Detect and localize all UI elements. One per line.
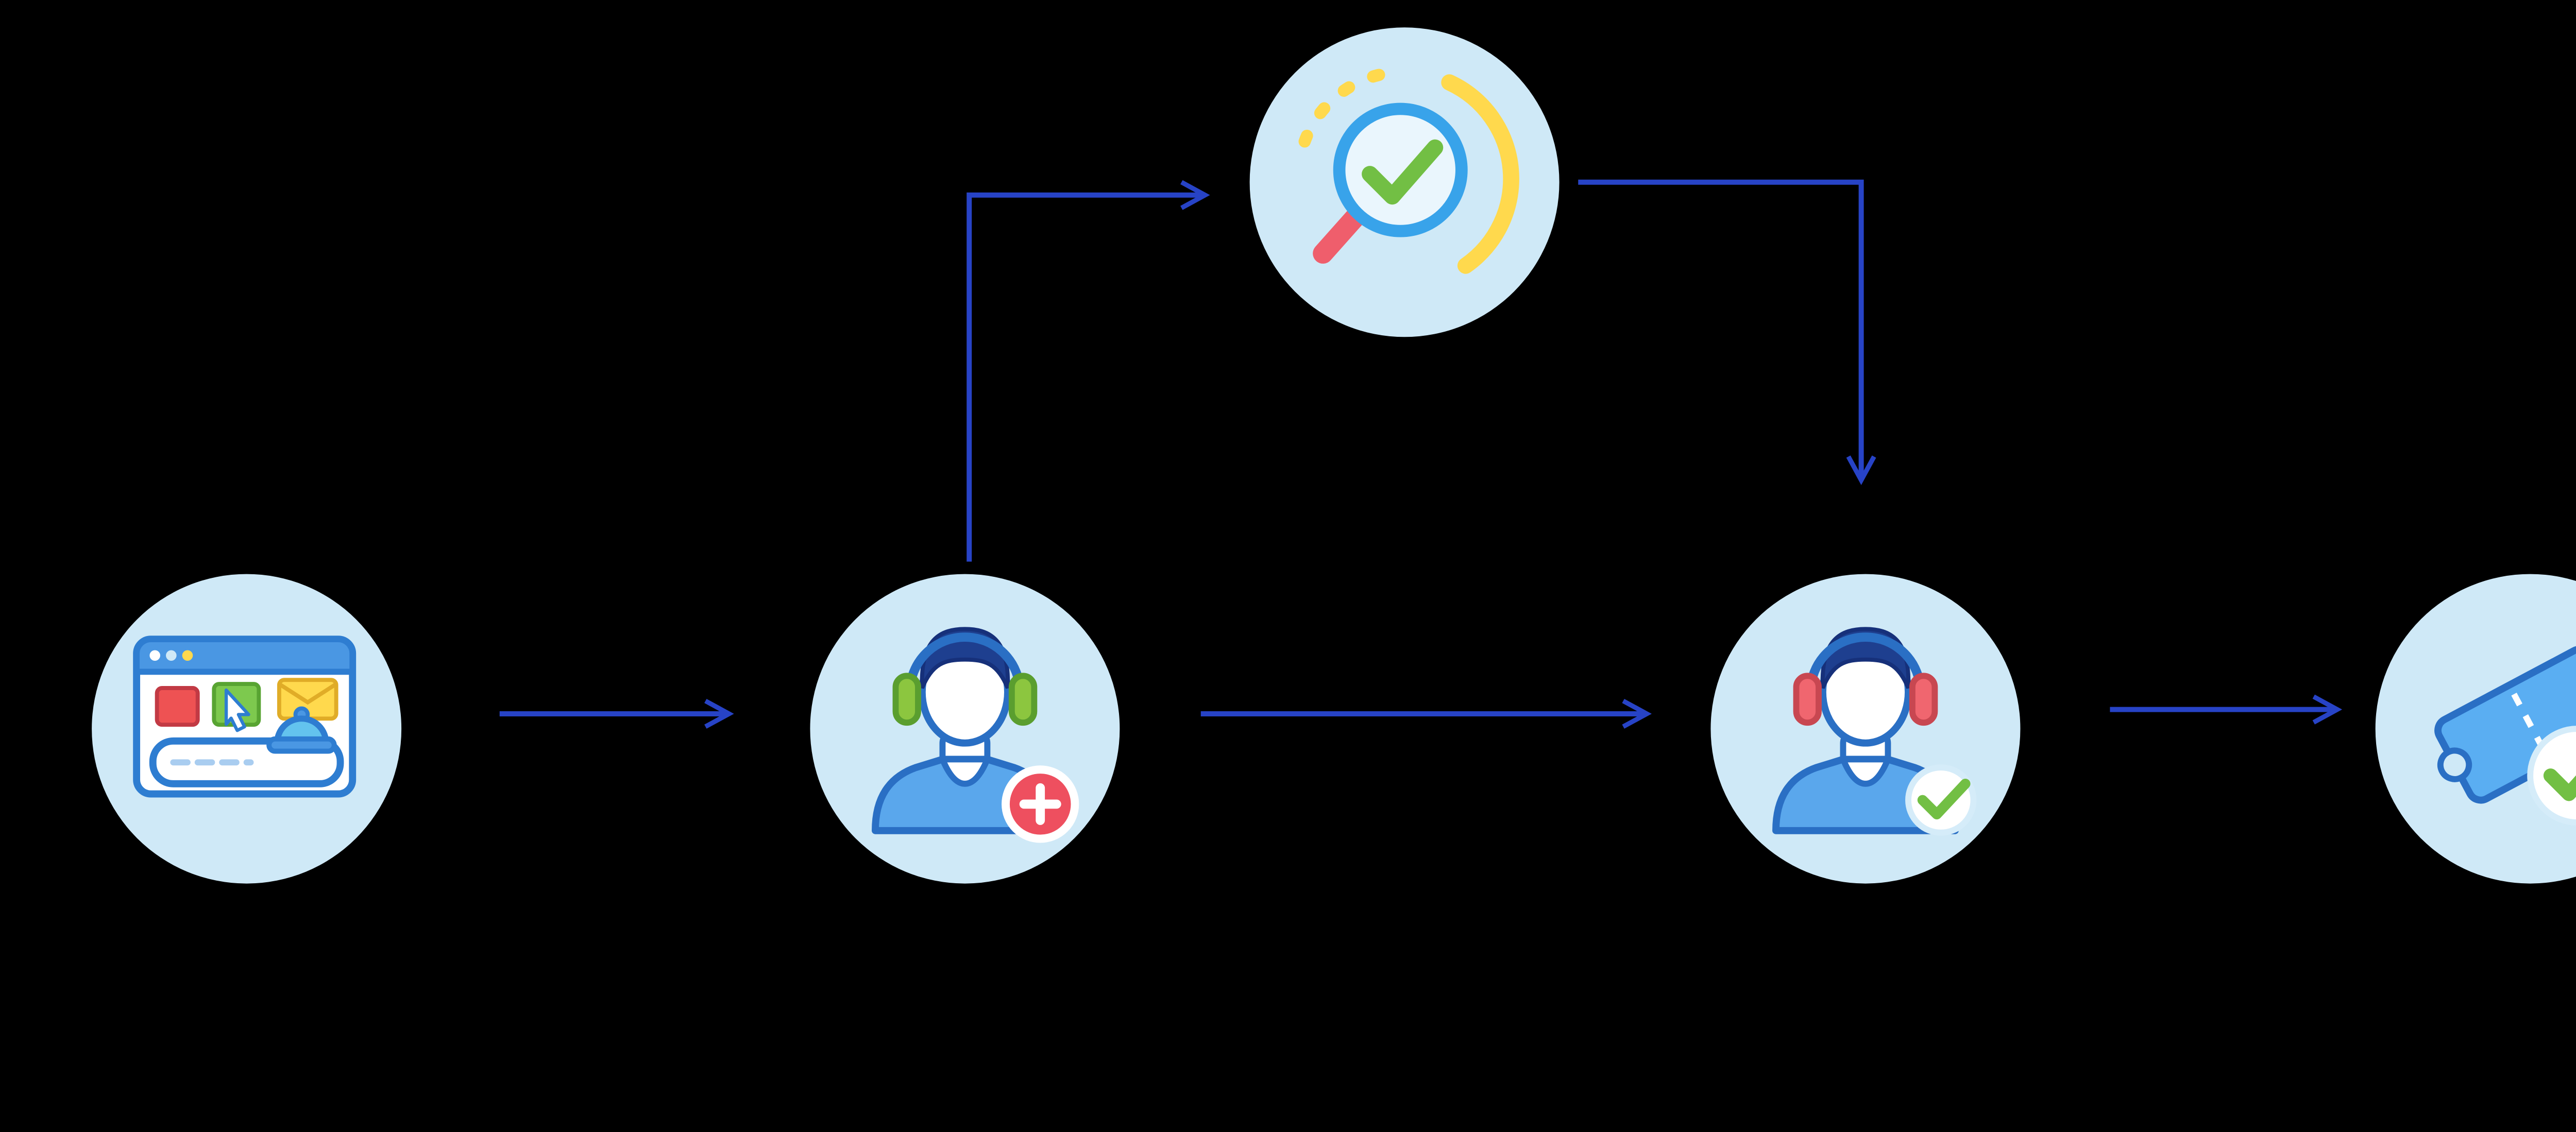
magnifier-check-icon [1249, 27, 1560, 337]
node-ticket-approved [2367, 566, 2576, 892]
agent-headset-check-icon [1710, 574, 2021, 884]
arrow-verify-to-approved [1578, 179, 1876, 485]
browser-service-bell-icon [92, 574, 402, 884]
node-support-agent-approved [1703, 566, 2029, 892]
ticket-check-icon [2375, 574, 2576, 884]
node-service-request [83, 566, 410, 892]
node-support-agent-new [802, 566, 1128, 892]
node-verification-check [1242, 19, 1568, 345]
arrow-agent-to-verify [967, 180, 1210, 562]
agent-headset-plus-icon [810, 574, 1120, 884]
